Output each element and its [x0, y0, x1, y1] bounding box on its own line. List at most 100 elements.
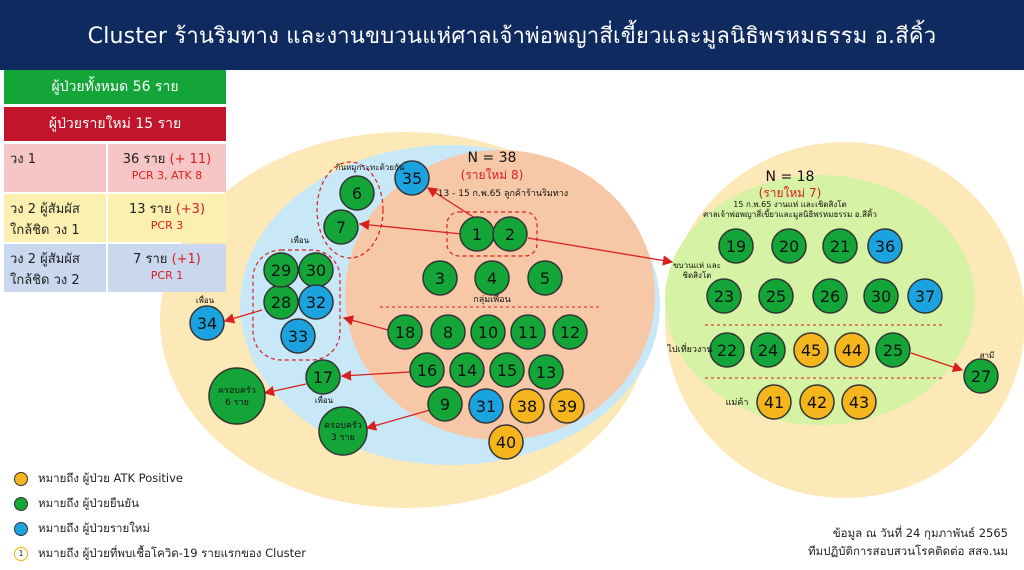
right-note: 15 ก.พ.65 งานแห่ และเชิดสิงโตศาลเจ้าพ่อพ… — [703, 199, 877, 220]
case-node-43: 43 — [841, 384, 877, 420]
arrow-17-to-family6 — [263, 383, 307, 397]
case-number: 38 — [517, 397, 537, 416]
case-circle — [709, 332, 745, 368]
case-number: 17 — [313, 368, 333, 387]
data-date: ข้อมูล ณ วันที่ 24 กุมภาพันธ์ 2565 — [832, 526, 1008, 540]
page-title: Cluster ร้านริมทาง และงานขบวนแห่ศาลเจ้าพ… — [87, 23, 937, 49]
case-node-2: 2 — [492, 216, 528, 252]
family-3-circle: ครอบครัว3 ราย — [318, 406, 368, 456]
case-circle — [758, 278, 794, 314]
new-dot-icon — [14, 521, 28, 536]
case-number: 27 — [971, 367, 991, 386]
summary-table: ผู้ป่วยทั้งหมด 56 ราย ผู้ป่วยรายใหม่ 15 … — [4, 70, 226, 294]
case-node-7: 7 — [323, 209, 359, 245]
case-number: 14 — [457, 361, 477, 380]
case-node-34: 34 — [189, 305, 225, 341]
svg-text:ครอบครัว: ครอบครัว — [218, 386, 256, 396]
case-circle — [867, 228, 903, 264]
total-cases: ผู้ป่วยทั้งหมด 56 ราย — [4, 70, 226, 104]
case-number: 5 — [540, 269, 550, 288]
right-n-new: (รายใหม่ 7) — [759, 186, 822, 200]
summary-row-ring2b: วง 2 ผู้สัมผัสใกล้ชิด วง 2 7 ราย (+1) PC… — [4, 244, 226, 292]
case-node-16: 16 — [409, 352, 445, 388]
case-node-40: 40 — [488, 424, 524, 460]
legend-atk: หมายถึง ผู้ป่วย ATK Positive — [14, 466, 306, 491]
left-n-new: (รายใหม่ 8) — [461, 168, 524, 182]
case-circle — [280, 318, 316, 354]
case-number: 28 — [271, 293, 291, 312]
left-date-note: 13 - 15 ก.พ.65 ลูกค้าร้านริมทาง — [438, 188, 568, 199]
case-node-13: 13 — [528, 354, 564, 390]
case-node-11: 11 — [510, 314, 546, 350]
case-node-24: 24 — [750, 332, 786, 368]
case-circle — [841, 384, 877, 420]
case-number: 40 — [496, 433, 516, 452]
row-value: 7 ราย (+1) PCR 1 — [108, 244, 226, 292]
case-circle — [489, 352, 525, 388]
case-circle — [756, 384, 792, 420]
case-circle — [387, 314, 423, 350]
case-number: 36 — [875, 237, 895, 256]
case-node-25: 25 — [758, 278, 794, 314]
summary-row-ring1: วง 1 36 ราย (+ 11) PCR 3, ATK 8 — [4, 144, 226, 192]
arrow-25-to-27 — [910, 352, 964, 373]
case-node-33: 33 — [280, 318, 316, 354]
svg-text:6 ราย: 6 ราย — [225, 398, 249, 408]
new-cases: ผู้ป่วยรายใหม่ 15 ราย — [4, 107, 226, 141]
arrow-16-to-17 — [340, 370, 411, 381]
husband-label: สามี — [980, 351, 995, 360]
case-number: 12 — [560, 323, 580, 342]
case-circle — [771, 228, 807, 264]
case-number: 22 — [717, 341, 737, 360]
row-label: วง 2 ผู้สัมผัสใกล้ชิด วง 1 — [4, 194, 106, 242]
case-number: 45 — [801, 341, 821, 360]
case-node-37: 37 — [907, 278, 943, 314]
case-circle — [509, 388, 545, 424]
case-circle — [799, 384, 835, 420]
case-number: 23 — [714, 287, 734, 306]
case-node-4: 4 — [474, 260, 510, 296]
confirmed-dot-icon — [14, 496, 28, 511]
first-case-ring-icon: 1 — [14, 546, 28, 561]
case-number: 33 — [288, 327, 308, 346]
case-node-29: 29 — [263, 252, 299, 288]
case-circle — [449, 352, 485, 388]
case-number: 26 — [820, 287, 840, 306]
case-node-14: 14 — [449, 352, 485, 388]
friend-label-2: เพื่อน — [196, 294, 215, 305]
case-circle — [189, 305, 225, 341]
case-node-9: 9 — [427, 386, 463, 422]
case-circle — [552, 314, 588, 350]
case-circle — [510, 314, 546, 350]
arrow-18-to-friends — [342, 315, 389, 331]
team-credit: ทีมปฏิบัติการสอบสวนโรคติดต่อ สสจ.นม — [808, 544, 1008, 558]
case-number: 13 — [536, 363, 556, 382]
case-number: 35 — [402, 169, 422, 188]
case-number: 25 — [883, 341, 903, 360]
svg-text:3 ราย: 3 ราย — [331, 433, 355, 443]
case-number: 25 — [766, 287, 786, 306]
case-node-25b: 25 — [875, 332, 911, 368]
case-number: 4 — [487, 269, 497, 288]
case-node-6: 6 — [339, 175, 375, 211]
case-circle — [298, 284, 334, 320]
case-node-10: 10 — [470, 314, 506, 350]
atk-dot-icon — [14, 471, 28, 486]
case-number: 18 — [395, 323, 415, 342]
left-n-label: N = 38 — [468, 150, 517, 166]
case-number: 8 — [443, 323, 453, 342]
case-number: 11 — [518, 323, 538, 342]
case-node-32: 32 — [298, 284, 334, 320]
case-circle — [834, 332, 870, 368]
case-number: 41 — [764, 393, 784, 412]
first-cases-group — [446, 211, 538, 257]
case-node-28: 28 — [263, 284, 299, 320]
case-circle — [422, 260, 458, 296]
case-number: 20 — [779, 237, 799, 256]
eat-group — [316, 161, 384, 259]
case-number: 30 — [306, 261, 326, 280]
summary-row-ring2a: วง 2 ผู้สัมผัสใกล้ชิด วง 1 13 ราย (+3) P… — [4, 194, 226, 242]
case-number: 6 — [352, 184, 362, 203]
case-node-15: 15 — [489, 352, 525, 388]
arrow-1-to-35 — [426, 187, 479, 221]
